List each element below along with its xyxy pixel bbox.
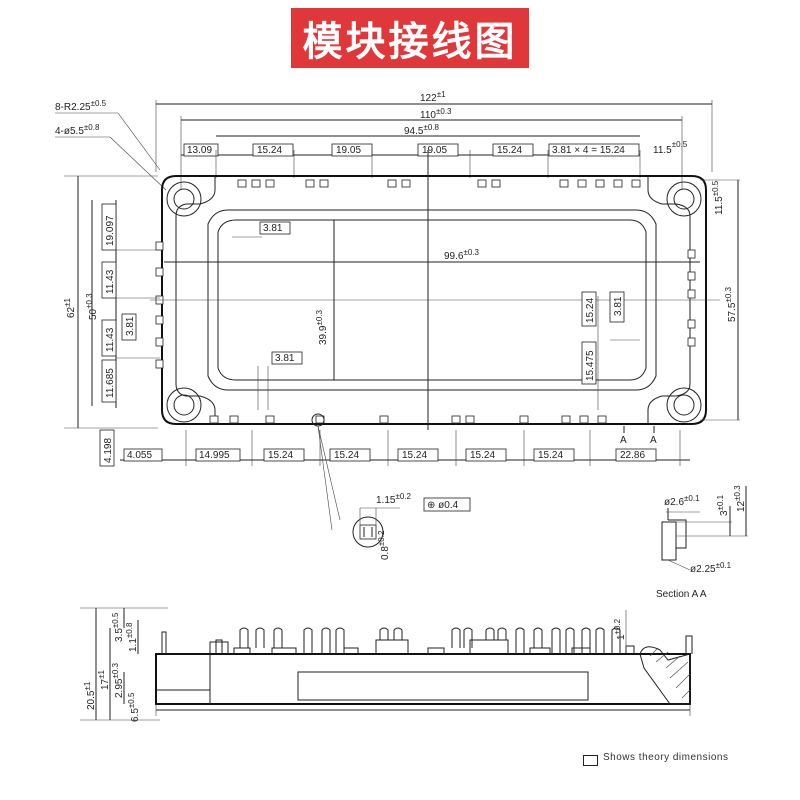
mount-hole-tl	[166, 181, 202, 217]
top-pitch-5: 3.81 × 4 = 15.24	[552, 145, 625, 156]
side-view: 20.5±1 17±1 3.5±0.5 1.1±0.8 2.95±0.3 6.5…	[80, 607, 693, 722]
page-title: 模块接线图	[302, 19, 518, 65]
top-pitch-row: 13.09 15.24 19.05 19.05 15.24 3.81 × 4 =…	[181, 143, 641, 178]
bottom-pitch-3: 15.24	[334, 450, 359, 461]
left-pitch-4: 11.43	[105, 327, 116, 352]
hole-pitch-label: 110±0.3	[420, 107, 452, 121]
mount-hole-br	[666, 387, 702, 423]
mount-hole-tr	[666, 181, 702, 217]
section-dia1-label: ø2.6±0.1	[664, 494, 700, 508]
corner-radius-label: 8-R2.25±0.5	[55, 99, 107, 113]
side-h6-label: 6.5±0.5	[127, 692, 141, 722]
pin-detail: 1.15±0.2 ⊕ ø0.4 0.8±0.2	[317, 425, 471, 560]
top-pitch-4: 15.24	[497, 145, 522, 156]
section-label: Section A A	[656, 589, 707, 600]
bottom-offset-v: 4.198	[103, 438, 114, 463]
left-pitch-column: 19.097 11.43 3.81 11.43 11.685	[101, 200, 160, 408]
bottom-offset-h: 4.055	[127, 450, 152, 461]
section-dia2-label: ø2.25±0.1	[690, 561, 732, 575]
pin-depth-label: 0.8±0.2	[377, 530, 391, 560]
overall-height-label: 62±1	[63, 297, 77, 318]
section-h2-label: 12±0.3	[733, 485, 747, 512]
section-mark-a: A	[620, 435, 627, 446]
side-h1-label: 3.5±0.5	[111, 612, 125, 642]
hole-v-pitch-label: 50±0.3	[85, 293, 99, 320]
inner-length-label: 99.6±0.3	[444, 248, 480, 262]
side-h2-label: 1.1±0.8	[125, 622, 139, 652]
top-pitch-3: 19.05	[422, 145, 447, 156]
right-vertical-label: 11.5±0.5	[711, 180, 725, 215]
bottom-pitch-5: 15.24	[470, 450, 495, 461]
right-pin-column	[687, 249, 696, 347]
inner-span-label: 94.5±0.8	[404, 123, 440, 137]
section-mark-b: A	[650, 435, 657, 446]
right-pitch-2: 15.475	[585, 350, 596, 381]
left-pitch-2: 11.43	[105, 269, 116, 294]
bottom-pitch-4: 15.24	[402, 450, 427, 461]
top-pitch-2: 19.05	[336, 145, 361, 156]
title-banner: 模块接线图	[291, 8, 529, 68]
right-height-label: 57.5±0.3	[724, 286, 738, 322]
theory-dimension-legend-box	[583, 755, 598, 766]
left-pitch-3: 3.81	[125, 316, 136, 336]
bottom-pitch-2: 15.24	[268, 450, 293, 461]
side-h3-label: 20.5±1	[83, 681, 97, 710]
left-pitch-5: 11.685	[105, 368, 116, 398]
bottom-pin-row	[209, 413, 607, 427]
top-view: 122±1 110±0.3 94.5±0.8 8-R2.25±0.5 4-ø5.…	[55, 90, 740, 467]
bottom-pitch-row: 4.198 4.055 14.995 15.24 15.24 15.24 15.…	[99, 429, 690, 467]
mount-hole-bl	[166, 387, 202, 423]
top-pin-row	[237, 179, 641, 188]
top-offset-label: 13.09	[187, 145, 212, 156]
pin-space-b: 3.81	[275, 353, 295, 364]
pin-space-c: 3.81	[613, 296, 624, 316]
bottom-pitch-6: 15.24	[538, 450, 563, 461]
right-edge-label: 11.5±0.5	[653, 140, 688, 156]
left-pitch-1: 19.097	[105, 215, 116, 246]
top-pitch-1: 15.24	[257, 145, 282, 156]
inner-height-label: 39.9±0.3	[315, 309, 329, 345]
pin-space-a: 3.81	[263, 223, 283, 234]
section-aa: ø2.6±0.1 3±0.1 12±0.3 ø2.25±0.1 Section …	[656, 485, 748, 600]
side-pin-label: 1±0.2	[613, 618, 627, 640]
side-h4-label: 17±1	[97, 669, 111, 690]
pin-width-label: 1.15±0.2	[376, 492, 412, 506]
mount-holes-label: 4-ø5.5±0.8	[55, 123, 100, 137]
bottom-pitch-1: 14.995	[199, 450, 230, 461]
overall-width-label: 122±1	[420, 90, 446, 104]
section-h1-label: 3±0.1	[716, 494, 730, 516]
legend-text: Shows theory dimensions	[603, 752, 729, 763]
pin-dia-label: ⊕ ø0.4	[427, 500, 459, 511]
bottom-pitch-7: 22.86	[620, 450, 645, 461]
side-h5-label: 2.95±0.3	[111, 662, 125, 698]
right-pitch-1: 15.24	[585, 298, 596, 323]
